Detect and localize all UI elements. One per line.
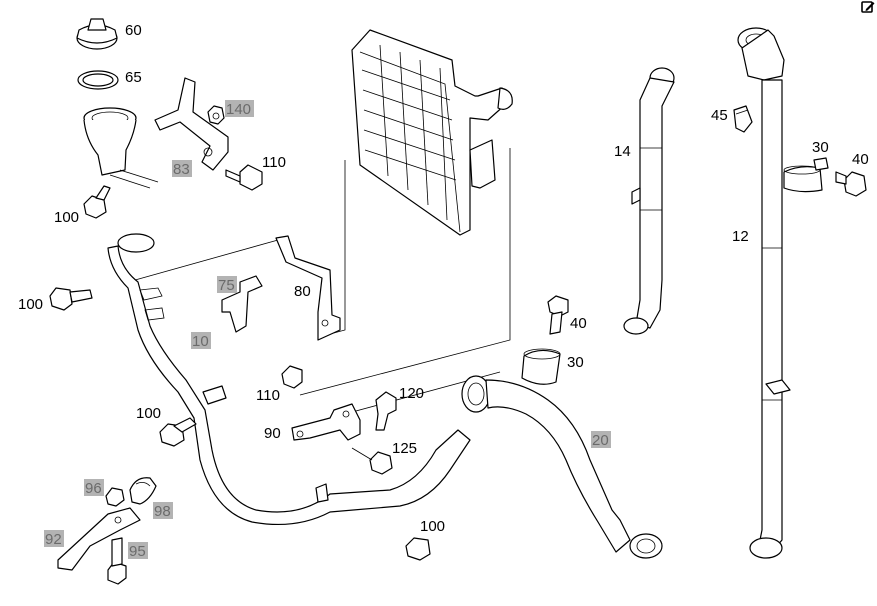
label-92[interactable]: 92 xyxy=(45,531,62,548)
bracket-part-75[interactable] xyxy=(221,275,263,333)
label-96[interactable]: 96 xyxy=(85,480,102,497)
bolt-part-110-middle[interactable] xyxy=(281,365,303,389)
charge-pipe-part-20[interactable] xyxy=(461,375,663,559)
label-box-83 xyxy=(172,160,192,177)
label-140[interactable]: 140 xyxy=(226,101,251,118)
label-75[interactable]: 75 xyxy=(218,277,235,294)
bracket-part-92[interactable] xyxy=(57,507,141,571)
bolt-part-125[interactable] xyxy=(351,447,393,475)
label-box-10 xyxy=(191,332,211,349)
label-40-middle: 40 xyxy=(570,315,587,332)
bolt-part-40-right[interactable] xyxy=(835,171,867,197)
label-100-left: 100 xyxy=(18,296,43,313)
bolt-part-100-left[interactable] xyxy=(49,287,93,311)
seal-ring-part-65[interactable] xyxy=(77,70,119,90)
label-65: 65 xyxy=(125,69,142,86)
bolt-part-100-middle[interactable] xyxy=(159,417,197,447)
label-90: 90 xyxy=(264,425,281,442)
label-box-96 xyxy=(84,479,104,496)
label-100-middle: 100 xyxy=(136,405,161,422)
label-box-92 xyxy=(44,530,64,547)
charge-pipe-part-12[interactable] xyxy=(737,27,791,559)
label-120: 120 xyxy=(399,385,424,402)
bracket-part-83[interactable] xyxy=(154,77,229,171)
bracket-part-90[interactable] xyxy=(291,403,361,441)
bolt-part-40-middle[interactable] xyxy=(547,295,569,335)
label-80: 80 xyxy=(294,283,311,300)
clip-part-45[interactable] xyxy=(733,105,753,133)
clamp-part-30-right[interactable] xyxy=(783,157,829,193)
bolt-part-95[interactable] xyxy=(107,537,127,585)
bolt-part-100-bottom[interactable] xyxy=(405,537,431,561)
clamp-part-30-middle[interactable] xyxy=(521,348,561,385)
label-125: 125 xyxy=(392,440,417,457)
label-12: 12 xyxy=(732,228,749,245)
label-45: 45 xyxy=(711,107,728,124)
sensor-part-120[interactable] xyxy=(375,391,397,431)
label-10[interactable]: 10 xyxy=(192,333,209,350)
bolt-part-100-top[interactable] xyxy=(83,185,111,219)
label-110-middle: 110 xyxy=(256,387,280,404)
bracket-part-80[interactable] xyxy=(275,235,341,341)
cap-part-60[interactable] xyxy=(76,18,118,50)
label-box-75 xyxy=(217,276,237,293)
charge-pipe-part-10[interactable] xyxy=(107,233,471,526)
charge-pipe-part-14[interactable] xyxy=(623,67,675,335)
label-40-right: 40 xyxy=(852,151,869,168)
label-100-bottom: 100 xyxy=(420,518,445,535)
label-20[interactable]: 20 xyxy=(592,432,609,449)
clip-part-98[interactable] xyxy=(129,477,157,505)
charge-air-cooler[interactable] xyxy=(351,29,513,236)
nut-part-96[interactable] xyxy=(105,487,125,507)
label-60: 60 xyxy=(125,22,142,39)
filler-neck xyxy=(83,107,159,189)
label-100-top: 100 xyxy=(54,209,79,226)
label-83[interactable]: 83 xyxy=(173,161,190,178)
label-box-95 xyxy=(128,542,148,559)
nut-part-140[interactable] xyxy=(207,105,225,125)
label-14: 14 xyxy=(614,143,631,160)
edit-icon[interactable] xyxy=(861,0,875,14)
label-30-middle: 30 xyxy=(567,354,584,371)
label-box-98 xyxy=(153,502,173,519)
bolt-part-110-top[interactable] xyxy=(225,164,263,191)
label-box-140 xyxy=(225,100,254,117)
label-98[interactable]: 98 xyxy=(154,503,171,520)
label-30-right: 30 xyxy=(812,139,829,156)
label-110-top: 110 xyxy=(262,154,286,171)
label-box-20 xyxy=(591,431,611,448)
label-95[interactable]: 95 xyxy=(129,543,146,560)
